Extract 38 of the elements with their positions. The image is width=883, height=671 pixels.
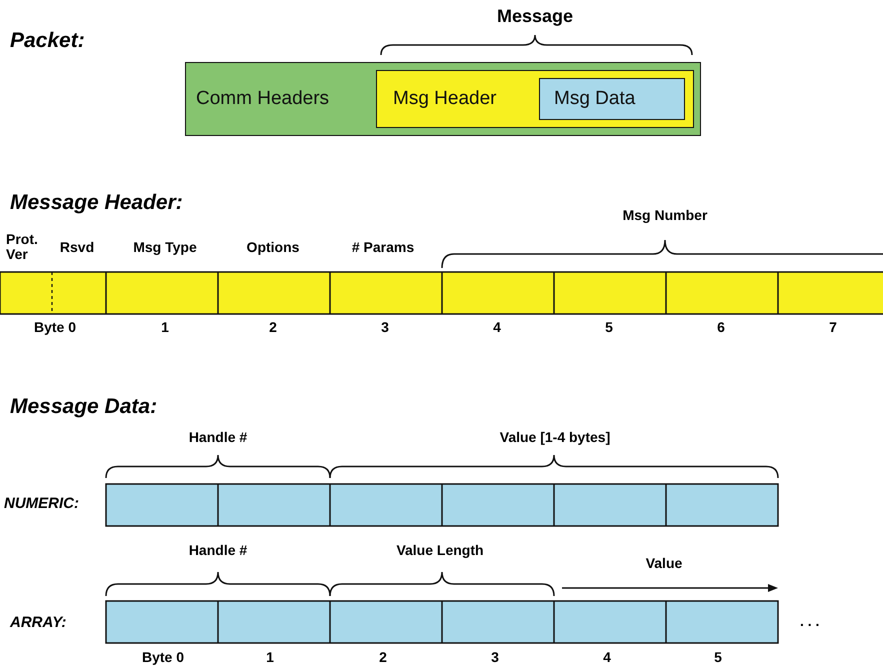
field-label: Byte 0 <box>34 320 76 335</box>
field-label: Handle # <box>188 543 248 558</box>
field-label: . . . <box>800 614 820 629</box>
field-label: 4 <box>493 320 501 335</box>
field-label: # Params <box>352 240 414 255</box>
section-heading: Message Header: <box>10 192 183 214</box>
field-label: 3 <box>491 650 499 665</box>
field-label: Value Length <box>396 543 484 558</box>
field-label: Handle # <box>188 430 248 445</box>
box-label: Comm Headers <box>195 88 330 110</box>
field-label: Message <box>496 7 574 26</box>
box-label: Msg Data <box>553 88 636 110</box>
box-label: Msg Header <box>392 88 496 110</box>
section-heading: Packet: <box>10 30 85 52</box>
field-label: 7 <box>829 320 837 335</box>
field-label: Value <box>646 556 682 571</box>
field-label: Byte 0 <box>142 650 184 665</box>
row-label: NUMERIC: <box>4 496 79 512</box>
field-label: Rsvd <box>60 240 94 255</box>
field-label: 6 <box>717 320 725 335</box>
section-heading: Message Data: <box>10 396 158 418</box>
field-label: 5 <box>714 650 722 665</box>
field-label: Prot. Ver <box>6 232 39 262</box>
field-label: 2 <box>269 320 277 335</box>
field-label: Value [1-4 bytes] <box>500 430 610 445</box>
field-label: Msg Type <box>133 240 197 255</box>
field-label: 3 <box>381 320 389 335</box>
field-label: Options <box>246 240 300 255</box>
row-label: ARRAY: <box>10 615 66 631</box>
field-label: 4 <box>603 650 611 665</box>
field-label: 5 <box>605 320 613 335</box>
field-label: 1 <box>266 650 274 665</box>
field-box <box>539 78 685 120</box>
field-label: 2 <box>379 650 387 665</box>
field-label: 1 <box>161 320 169 335</box>
field-label: Msg Number <box>622 208 708 223</box>
packet-box <box>185 62 701 136</box>
field-box <box>376 70 694 128</box>
